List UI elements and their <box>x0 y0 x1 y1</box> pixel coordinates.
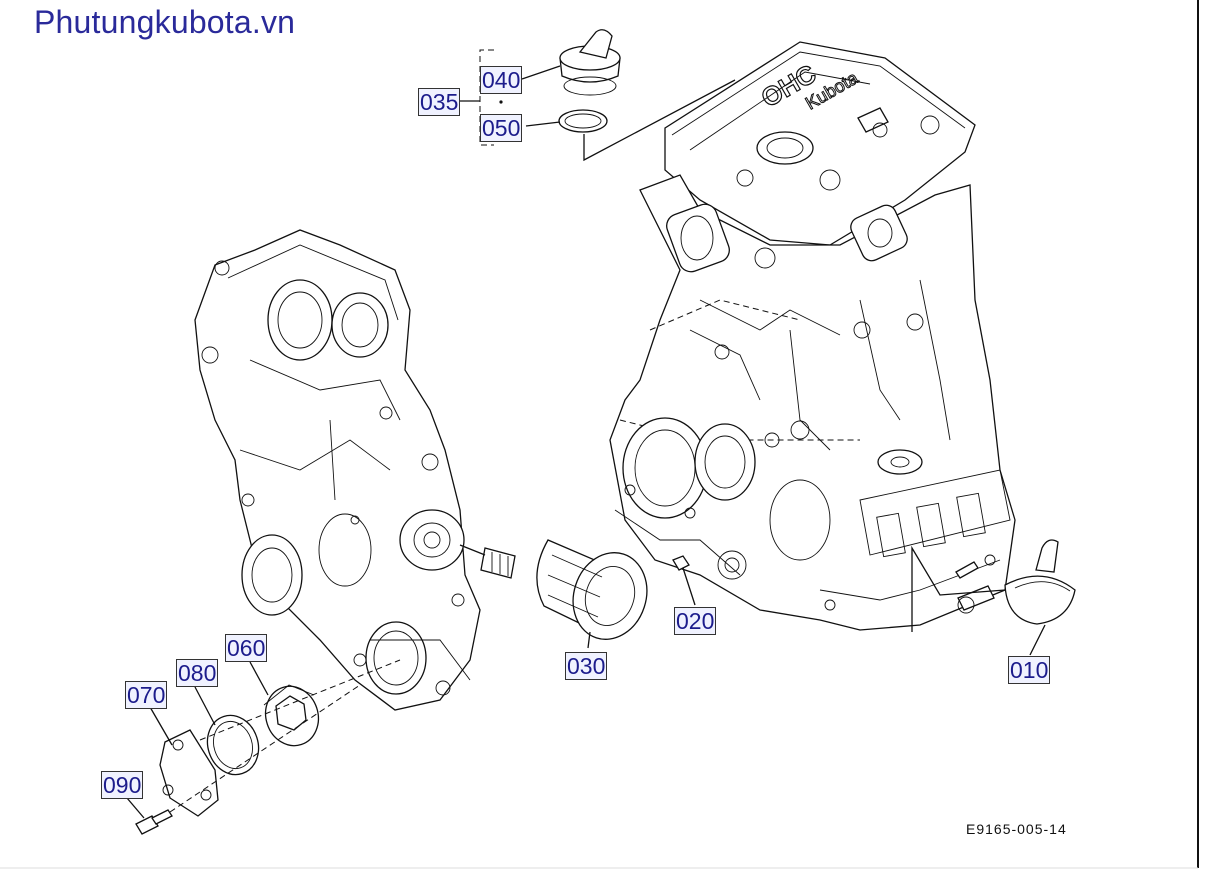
engine-block-drawing: OHC Kubota <box>609 41 1076 656</box>
callout-020[interactable]: 020 <box>674 607 717 635</box>
callout-070[interactable]: 070 <box>125 681 168 709</box>
oil-cap-drawing <box>458 29 736 162</box>
callout-010[interactable]: 010 <box>1008 656 1051 684</box>
gear-case-cover-drawing <box>194 229 481 711</box>
callout-050[interactable]: 050 <box>480 114 523 142</box>
callout-060[interactable]: 060 <box>225 634 268 662</box>
callout-030[interactable]: 030 <box>565 652 608 680</box>
oil-pump-parts-drawing <box>126 659 401 835</box>
callout-080[interactable]: 080 <box>176 659 219 687</box>
site-brand: Phutungkubota.vn <box>34 4 296 40</box>
callout-035[interactable]: 035 <box>418 88 461 116</box>
callout-040[interactable]: 040 <box>480 66 523 94</box>
callout-090[interactable]: 090 <box>101 771 144 799</box>
drawing-code: E9165-005-14 <box>966 821 1067 837</box>
oil-filter-drawing <box>459 539 648 649</box>
